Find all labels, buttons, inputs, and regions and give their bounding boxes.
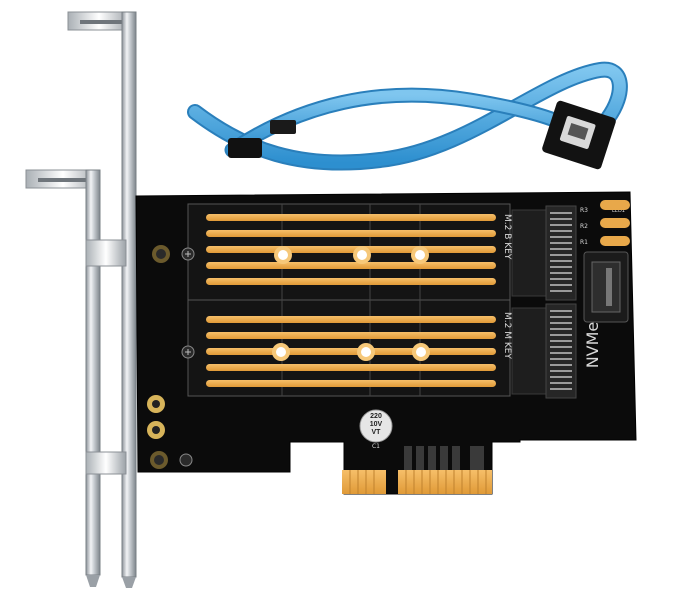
sata-connector-left [228,138,262,158]
slot-top-label: M.2 B KEY [502,214,512,260]
silk-led1: LED1 [612,208,625,214]
sata-port [583,251,629,323]
gold-traces-bottom [206,316,496,387]
capacitor-line-3: VT [372,429,382,436]
silk-r2: R2 [580,223,588,230]
led-pad-2 [600,218,630,228]
pcie-gold-fingers [342,470,492,494]
nvme-label: NVMe [583,322,602,369]
pcie-card: M.2 B KEY M.2 M KEY R3 R2 R1 LED1 LED2 N… [135,191,637,495]
led-pad-3 [600,236,630,246]
capacitor-line-1: 220 [370,413,382,420]
slot-bottom-label: M.2 M KEY [502,312,512,359]
led-pad-1 [600,200,630,210]
silk-r1: R1 [580,239,588,246]
sata-cable [187,61,628,171]
capacitor: 220 10V VT C1 [359,409,393,450]
m2-connector-bottom [511,303,577,399]
capacitor-line-2: 10V [370,421,383,428]
sata-connector-right [542,100,616,170]
silk-r3: R3 [580,207,588,214]
standoff-screws [147,245,195,469]
m2-connector-top [511,205,577,301]
full-height-bracket [67,11,137,588]
capacitor-ref: C1 [372,443,380,450]
gold-traces-top [206,214,496,285]
low-profile-bracket [25,169,127,587]
